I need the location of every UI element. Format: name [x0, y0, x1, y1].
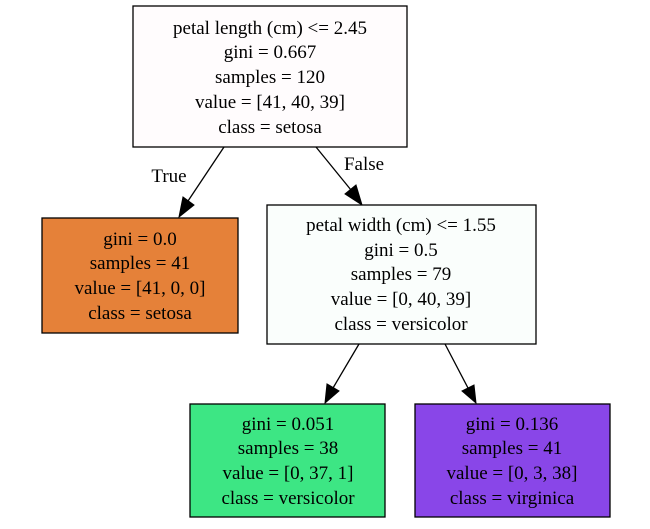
edge-line — [187, 146, 225, 202]
edge-label-true: True — [151, 166, 186, 187]
edge-line — [332, 343, 360, 389]
node-split-rule: petal length (cm) <= 2.45 — [173, 18, 367, 39]
node-class: class = versicolor — [221, 488, 355, 509]
node-box — [414, 403, 611, 518]
edge-petal-width-to-virginica — [444, 343, 477, 405]
node-gini: gini = 0.136 — [466, 414, 559, 435]
node-box — [189, 403, 386, 518]
node-virginica-leaf: gini = 0.136 samples = 41 value = [0, 3,… — [414, 403, 611, 518]
node-box — [132, 5, 408, 148]
arrowhead — [178, 196, 195, 219]
node-root: petal length (cm) <= 2.45 gini = 0.667 s… — [132, 5, 408, 148]
arrowhead — [344, 184, 363, 207]
node-gini: gini = 0.0 — [103, 229, 177, 250]
edge-label-false: False — [344, 154, 384, 175]
node-samples: samples = 79 — [351, 264, 451, 285]
node-class: class = setosa — [218, 117, 322, 138]
node-class: class = setosa — [88, 303, 192, 324]
arrowhead — [461, 384, 477, 405]
node-samples: samples = 38 — [238, 438, 338, 459]
node-samples: samples = 41 — [90, 253, 190, 274]
node-class: class = virginica — [450, 488, 575, 509]
node-gini: gini = 0.667 — [224, 42, 317, 63]
node-split-rule: petal width (cm) <= 1.55 — [306, 215, 496, 236]
edge-root-to-petal-width: False — [315, 146, 384, 207]
node-value: value = [41, 40, 39] — [195, 92, 345, 113]
node-gini: gini = 0.5 — [364, 240, 438, 261]
arrowhead — [324, 383, 340, 405]
node-box — [41, 217, 239, 334]
edge-line — [315, 146, 352, 191]
node-samples: samples = 120 — [215, 67, 325, 88]
edge-line — [444, 343, 469, 389]
node-value: value = [0, 40, 39] — [331, 289, 472, 310]
node-samples: samples = 41 — [462, 438, 562, 459]
node-class: class = versicolor — [334, 314, 468, 335]
node-value: value = [41, 0, 0] — [74, 278, 205, 299]
node-value: value = [0, 3, 38] — [446, 463, 577, 484]
node-value: value = [0, 37, 1] — [222, 463, 353, 484]
node-box — [266, 204, 537, 345]
node-setosa-leaf: gini = 0.0 samples = 41 value = [41, 0, … — [41, 217, 239, 334]
edge-root-to-setosa: True — [151, 146, 225, 219]
edge-petal-width-to-versicolor — [324, 343, 360, 405]
node-gini: gini = 0.051 — [242, 414, 335, 435]
node-petal-width-split: petal width (cm) <= 1.55 gini = 0.5 samp… — [266, 204, 537, 345]
node-versicolor-leaf: gini = 0.051 samples = 38 value = [0, 37… — [189, 403, 386, 518]
tree-edges: True False — [151, 146, 477, 405]
